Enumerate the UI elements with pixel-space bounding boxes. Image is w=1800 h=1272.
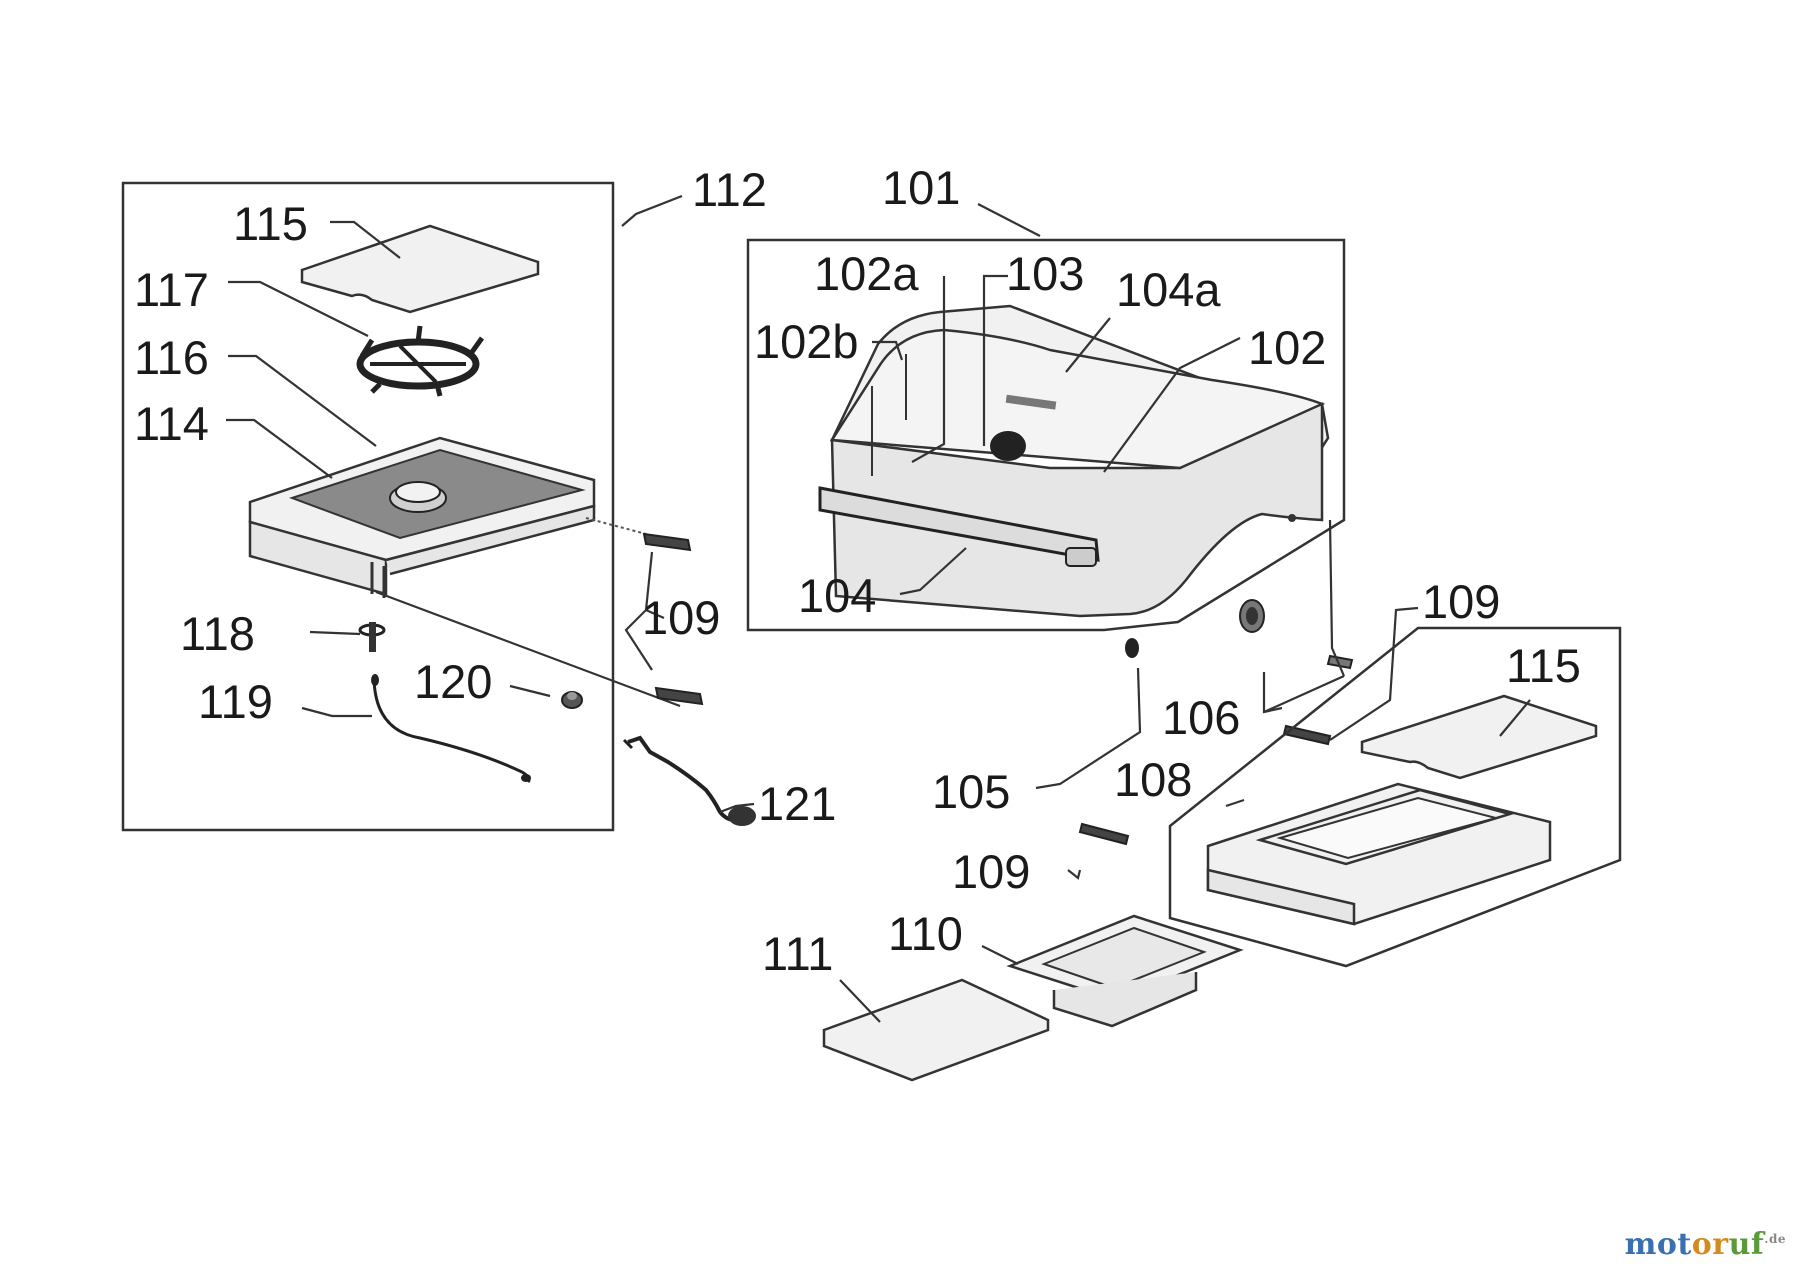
callout-112: 112 [692,163,767,216]
watermark-part3: uf [1728,1227,1765,1262]
callout-111: 111 [762,927,833,980]
burner-grate-icon [356,325,485,397]
callout-114: 114 [134,397,209,450]
foot-cap [1125,638,1139,658]
gas-valve-fitting [358,622,386,652]
callout-101: 101 [882,161,960,214]
knob-icon [561,691,583,709]
callout-118: 118 [180,607,255,660]
callout-105: 105 [932,765,1010,818]
callout-115-left: 115 [233,197,308,250]
regulator-hose [622,735,756,826]
callout-119: 119 [198,675,273,728]
callout-104: 104 [798,569,876,622]
main-grill-frame [746,238,1346,632]
callout-102a: 102a [814,247,919,300]
side-burner-body [248,436,596,598]
callout-108: 108 [1114,753,1192,806]
side-table-frame [1168,626,1622,968]
slide-rail-lower [654,686,704,706]
side-burner-group-frame [121,181,615,832]
side-table-group [1168,626,1622,968]
side-burner-group [121,181,615,832]
callout-102: 102 [1248,321,1326,374]
side-lid-plate [300,224,540,314]
grease-plate [822,978,1050,1082]
watermark-logo: motoruf.de [1625,1227,1786,1262]
main-grill-group [746,238,1354,670]
callout-120: 120 [414,655,492,708]
callout-117: 117 [134,263,209,316]
watermark-part2: or [1691,1227,1729,1262]
callout-109-bottom: 109 [952,845,1030,898]
callout-115-right: 115 [1506,639,1581,692]
callout-110: 110 [888,907,963,960]
callout-116: 116 [134,331,209,384]
slide-rail-right [1282,724,1332,746]
hinge-pin [1239,599,1354,670]
callout-104a: 104a [1116,263,1221,316]
slide-rail-bottom [1078,822,1130,846]
callout-121: 121 [758,777,836,830]
slide-rail-upper [642,532,692,552]
callout-109-right: 109 [1422,575,1500,628]
callout-109-left: 109 [642,591,720,644]
watermark-part1: mot [1624,1227,1692,1262]
callout-102b: 102b [754,315,859,368]
callout-103: 103 [1006,247,1084,300]
side-table-lid [1360,694,1598,780]
watermark-tld: .de [1764,1232,1786,1246]
callout-106: 106 [1162,691,1240,744]
tray-icon [1006,914,1244,1028]
